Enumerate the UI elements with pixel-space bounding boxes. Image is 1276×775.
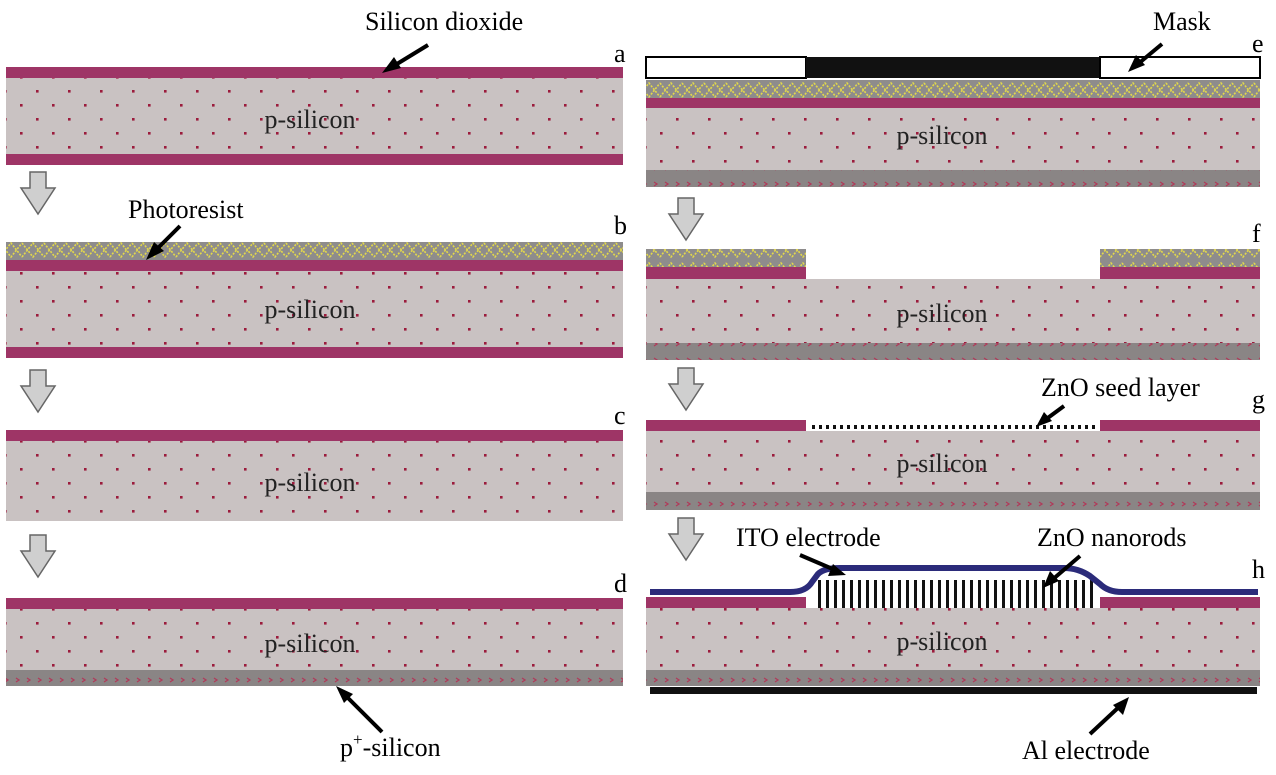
zno-nanorods-arrow <box>1043 554 1082 588</box>
al-electrode-label: Al electrode <box>1022 736 1150 765</box>
substrate-label: p-silicon <box>897 627 988 656</box>
substrate-label: p-silicon <box>897 449 988 478</box>
substrate-label: p-silicon <box>265 468 356 497</box>
step-label-d: d <box>614 569 627 598</box>
zno-nanorods-label: ZnO nanorods <box>1037 523 1186 552</box>
process-arrow-down <box>667 197 705 242</box>
process-arrow-down <box>667 367 705 412</box>
silicon-dioxide-arrow <box>382 43 430 73</box>
substrate-label: p-silicon <box>897 121 988 150</box>
p-plus-layer <box>6 670 623 686</box>
step-label-c: c <box>614 401 626 430</box>
zno-seed-arrow <box>1036 404 1066 427</box>
mask-arrow <box>1128 42 1164 72</box>
step-f-wafer: p-silicon <box>646 249 1260 360</box>
process-arrow-down <box>19 369 57 414</box>
process-arrow-down <box>667 517 705 562</box>
p-plus-arrow <box>336 686 384 734</box>
step-label-a: a <box>614 39 626 68</box>
substrate-label: p-silicon <box>897 299 988 328</box>
zno-nanorods <box>814 580 1098 608</box>
step-label-b: b <box>614 211 627 240</box>
mask <box>645 56 1261 79</box>
step-b-wafer: p-silicon <box>6 242 623 358</box>
process-arrow-down <box>19 171 57 216</box>
step-label-f: f <box>1252 219 1261 248</box>
p-plus-silicon-label: p+-silicon <box>340 730 441 762</box>
substrate-label: p-silicon <box>265 105 356 134</box>
ito-electrode-label: ITO electrode <box>736 523 881 552</box>
substrate-label: p-silicon <box>265 629 356 658</box>
ito-electrode <box>650 565 1258 595</box>
substrate-label: p-silicon <box>265 295 356 324</box>
step-e-wafer: p-silicon <box>645 56 1261 187</box>
al-electrode-arrow <box>1088 697 1129 736</box>
mask-label: Mask <box>1153 7 1211 36</box>
step-a-wafer: p-silicon <box>6 67 623 165</box>
step-g-wafer: p-silicon <box>646 420 1260 510</box>
zno-seed-layer-label: ZnO seed layer <box>1041 373 1200 402</box>
silicon-dioxide-label: Silicon dioxide <box>365 7 523 36</box>
step-label-g: g <box>1252 385 1265 414</box>
photoresist-label: Photoresist <box>128 195 244 224</box>
ito-arrow <box>799 553 846 576</box>
al-electrode <box>650 687 1257 694</box>
step-d-wafer: p-silicon <box>6 598 623 686</box>
step-c-wafer: p-silicon <box>6 430 623 521</box>
step-label-h: h <box>1252 555 1265 584</box>
process-arrow-down <box>19 534 57 579</box>
photoresist-arrow <box>146 224 182 260</box>
step-h-wafer: p-silicon <box>646 565 1260 694</box>
step-label-e: e <box>1252 29 1264 58</box>
